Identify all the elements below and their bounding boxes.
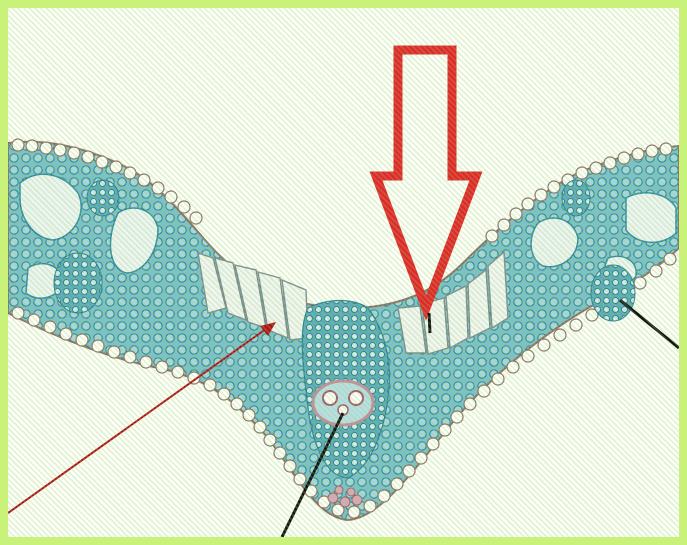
pointer-line-hinge <box>429 313 430 333</box>
figure-canvas <box>8 8 679 537</box>
central-vascular-bundle <box>313 381 373 425</box>
leaf-cross-section-figure <box>8 8 679 537</box>
pointer-line-right <box>620 300 679 348</box>
